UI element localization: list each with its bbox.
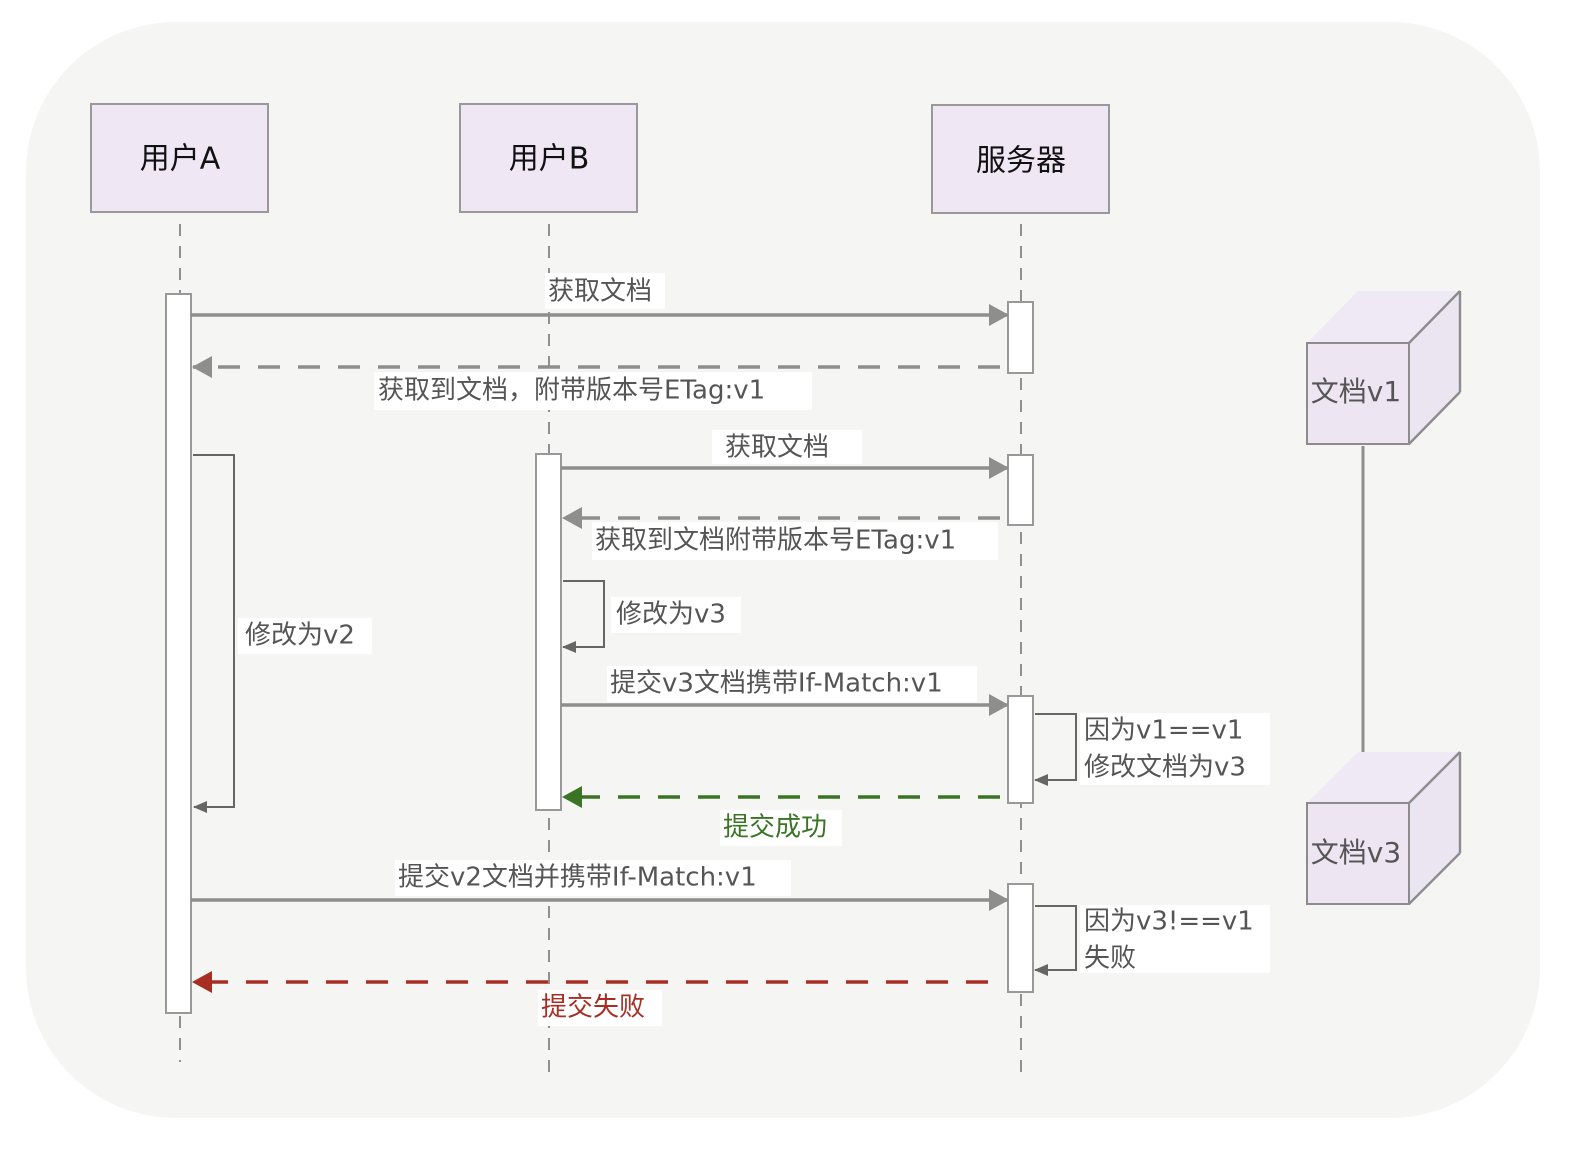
message-label: 提交成功 xyxy=(723,813,827,843)
activation-user-a xyxy=(165,293,192,1014)
activation-server-4 xyxy=(1007,883,1034,993)
message-label: 获取文档 xyxy=(548,277,652,307)
self-message-modify-v3: 修改为v3 xyxy=(562,580,741,653)
document-cube-v3: 文档v3 xyxy=(1306,751,1462,905)
activation-server-2 xyxy=(1007,454,1034,526)
self-message-modify-v2: 修改为v2 xyxy=(193,454,372,813)
message-submit-v2: 提交v2文档并携带If-Match:v1 xyxy=(191,860,1009,911)
document-cube-v1: 文档v1 xyxy=(1306,290,1462,445)
message-label-line-2: 修改文档为v3 xyxy=(1084,753,1246,783)
document-label: 文档v3 xyxy=(1311,836,1401,869)
message-label: 提交失败 xyxy=(541,993,645,1023)
actor-label: 服务器 xyxy=(976,144,1066,179)
message-get-doc-a: 获取文档 xyxy=(191,273,1009,326)
message-label: 修改为v3 xyxy=(616,600,726,630)
actor-label: 用户A xyxy=(140,142,221,177)
self-message-check-success: 因为v1==v1 修改文档为v3 xyxy=(1034,713,1270,786)
actor-user-a: 用户A xyxy=(90,103,269,213)
actor-user-b: 用户B xyxy=(459,103,638,213)
self-message-check-fail: 因为v3!==v1 失败 xyxy=(1034,905,1270,976)
message-label: 提交v2文档并携带If-Match:v1 xyxy=(398,863,757,893)
actor-label: 用户B xyxy=(509,142,590,177)
message-label: 获取到文档，附带版本号ETag:v1 xyxy=(378,376,765,406)
message-label-line-1: 因为v3!==v1 xyxy=(1084,907,1254,937)
message-label: 获取文档 xyxy=(725,433,829,463)
activation-server-1 xyxy=(1007,301,1034,374)
message-label: 提交v3文档携带If-Match:v1 xyxy=(610,669,943,699)
activation-server-3 xyxy=(1007,695,1034,804)
message-label-line-1: 因为v1==v1 xyxy=(1084,716,1243,746)
message-return-doc-a: 获取到文档，附带版本号ETag:v1 xyxy=(192,356,1000,410)
message-submit-fail: 提交失败 xyxy=(192,971,988,1026)
diagram-background xyxy=(26,22,1540,1118)
message-label-line-2: 失败 xyxy=(1084,944,1136,974)
message-label: 修改为v2 xyxy=(245,621,355,651)
message-label: 获取到文档附带版本号ETag:v1 xyxy=(595,526,956,556)
message-return-doc-b: 获取到文档附带版本号ETag:v1 xyxy=(562,507,1000,560)
activation-user-b xyxy=(535,453,562,811)
document-label: 文档v1 xyxy=(1311,375,1401,408)
actor-server: 服务器 xyxy=(931,104,1110,214)
message-submit-v3: 提交v3文档携带If-Match:v1 xyxy=(561,666,1009,716)
message-get-doc-b: 获取文档 xyxy=(561,430,1009,479)
message-submit-success: 提交成功 xyxy=(562,786,1000,846)
